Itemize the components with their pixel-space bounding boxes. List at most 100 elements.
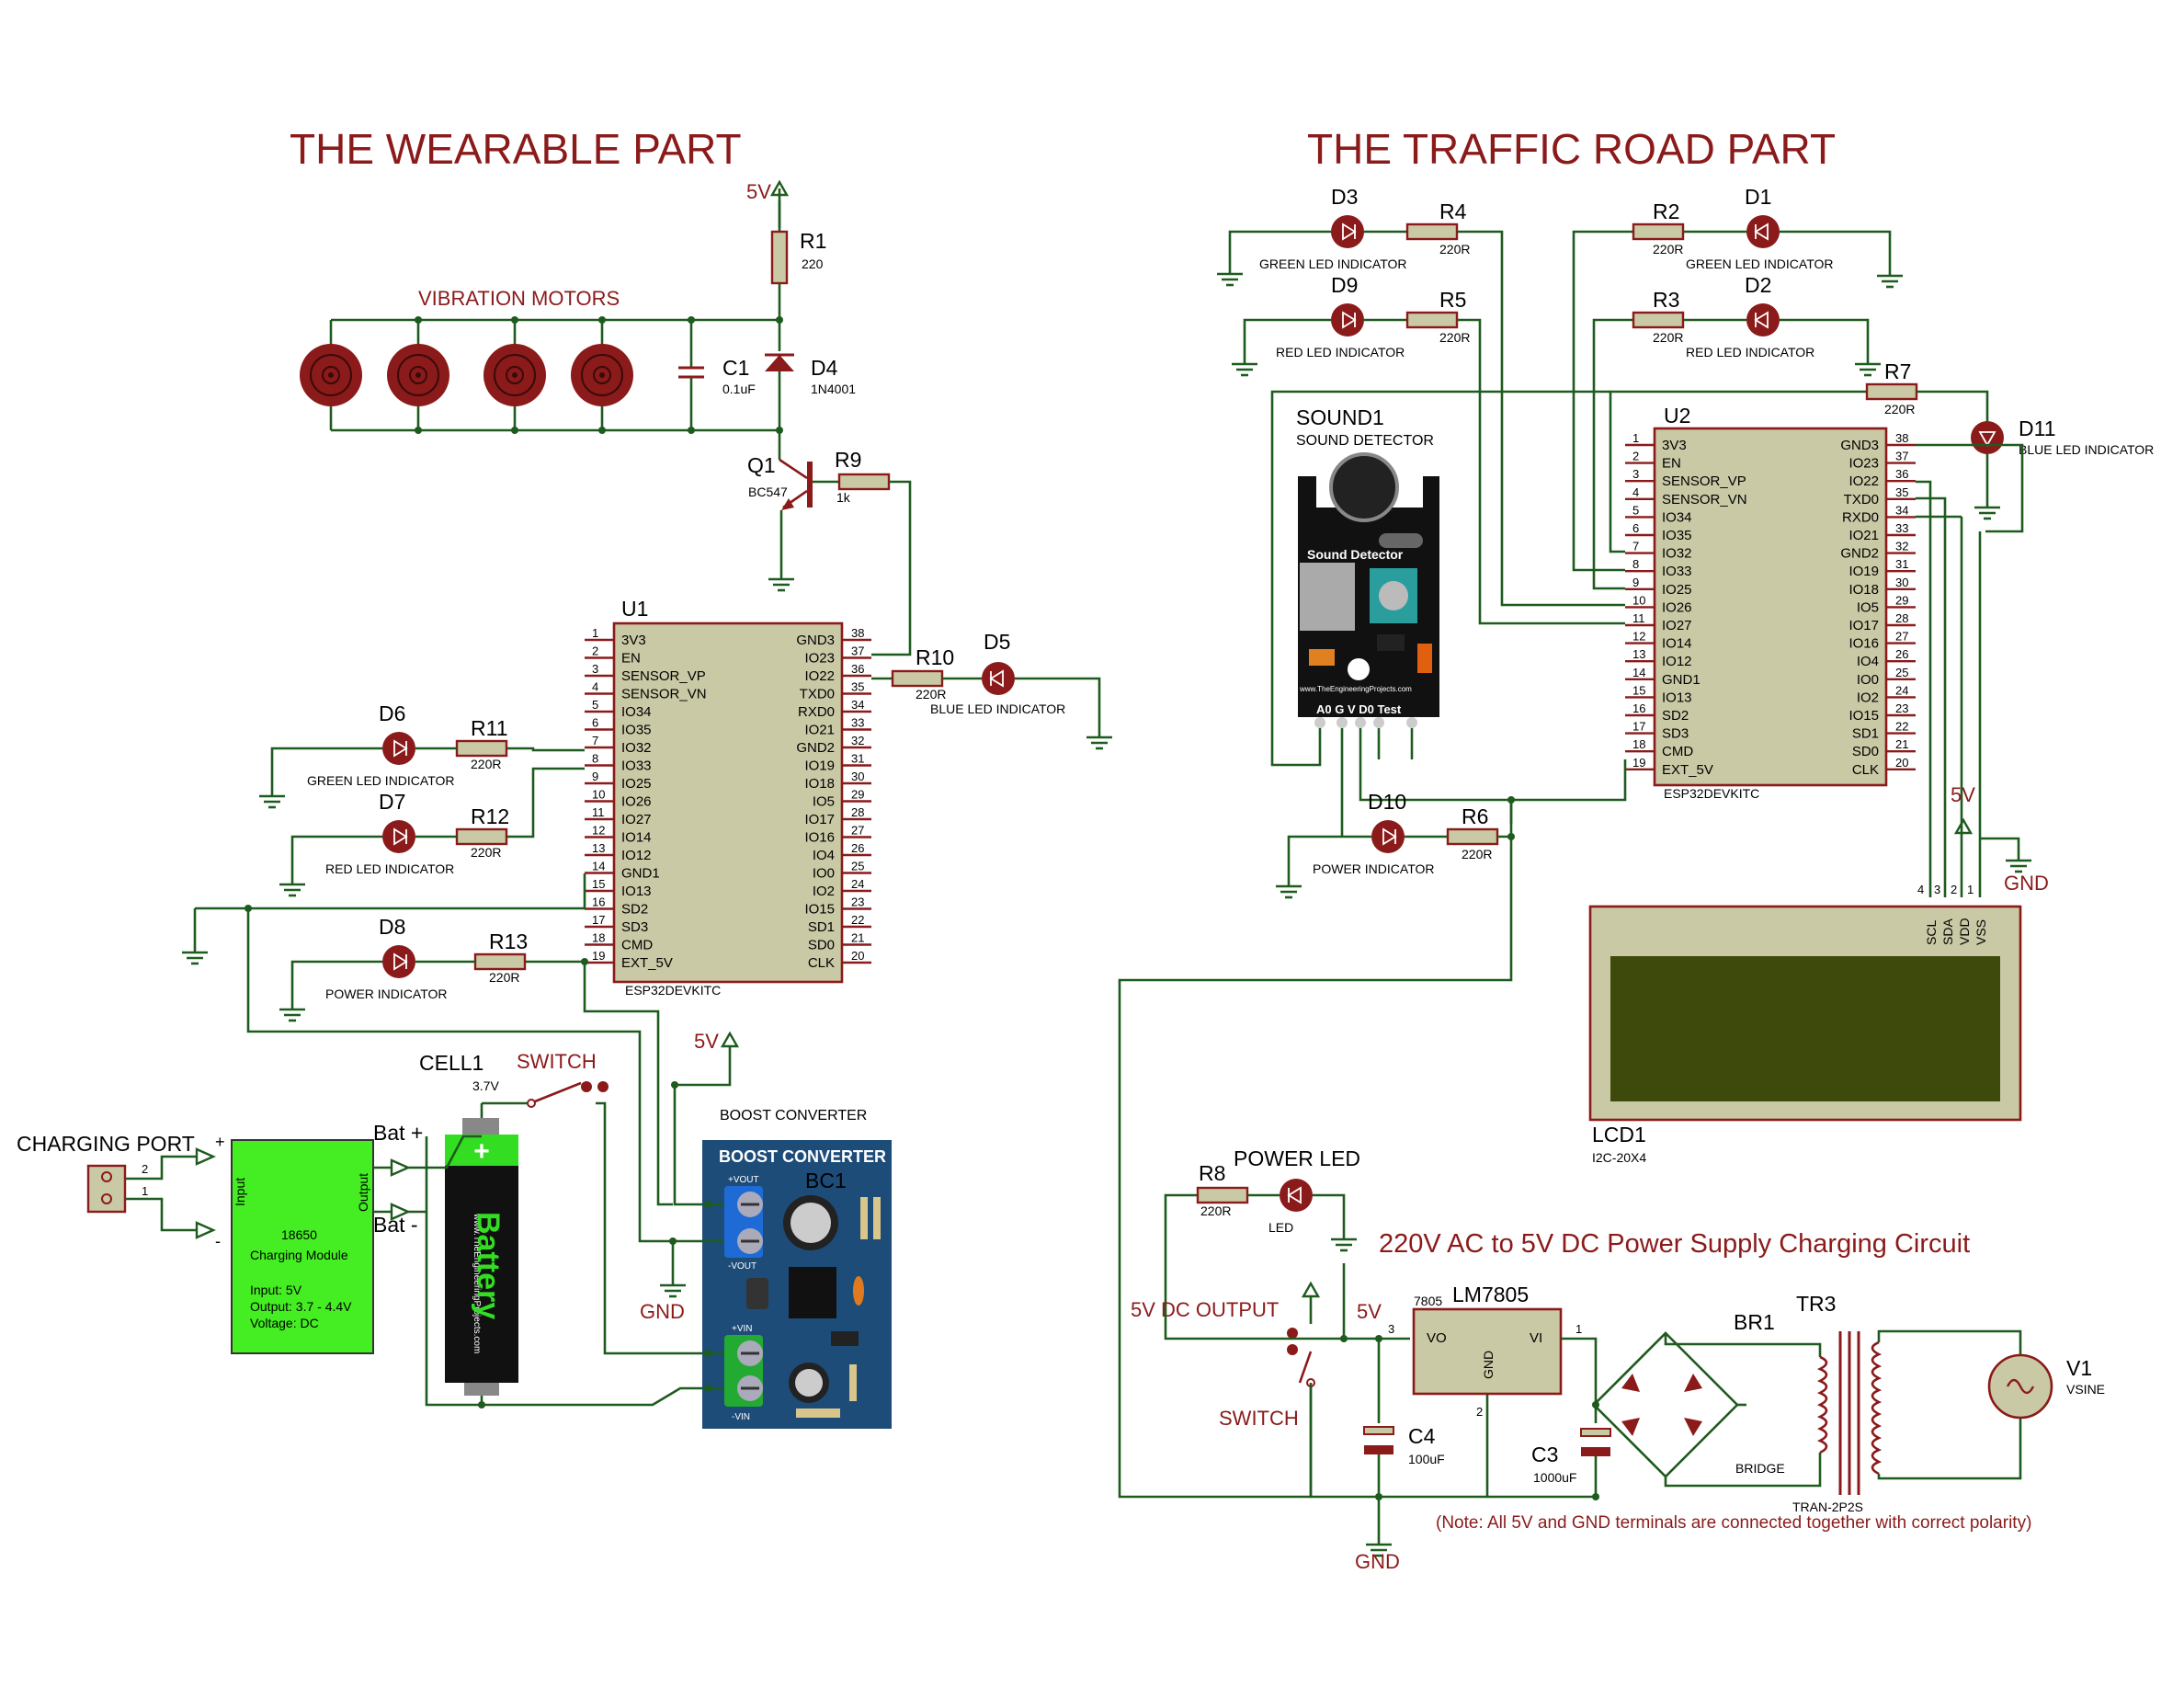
- u2-left-pin-num: 1: [1632, 431, 1639, 445]
- u1-left-pin-label: IO25: [621, 776, 652, 792]
- u2-left-pin-label: SENSOR_VP: [1662, 473, 1746, 489]
- module-minus-sign: -: [215, 1232, 221, 1250]
- bat-minus-label: Bat -: [373, 1213, 418, 1237]
- u1-left-pin-num: 6: [592, 716, 598, 730]
- u1-left-pin-num: 2: [592, 644, 598, 658]
- u2-right-pin-label: CLK: [1852, 762, 1879, 778]
- lm7805-vo: VO: [1427, 1330, 1447, 1346]
- u1-left-pin-num: 13: [592, 841, 605, 855]
- u1-ref: U1: [621, 597, 648, 621]
- u1-left-pin-label: IO12: [621, 848, 652, 863]
- cell1-value: 3.7V: [472, 1078, 499, 1093]
- u1-left-pin-label: SENSOR_VP: [621, 668, 706, 684]
- u1-right-pin-num: 20: [851, 949, 864, 963]
- u2-right-pin-num: 34: [1895, 503, 1908, 517]
- u2-right-pin-num: 25: [1895, 666, 1908, 679]
- u1-left-pin-num: 16: [592, 895, 605, 909]
- lcd-num-4: 4: [1917, 883, 1924, 896]
- battery-cell: +: [445, 1118, 518, 1396]
- d11-led: [1971, 421, 2004, 454]
- power-led: [1279, 1178, 1314, 1213]
- five-volt-supply-label: 5V: [1357, 1300, 1382, 1323]
- d9-led: [1330, 302, 1365, 337]
- u1-left-pin-num: 8: [592, 752, 598, 766]
- u2-right-pin-label: IO22: [1848, 473, 1879, 489]
- c3-value: 1000uF: [1533, 1470, 1576, 1485]
- u2-right-pin-num: 30: [1895, 576, 1908, 589]
- u1-right-pin-num: 36: [851, 662, 864, 676]
- r12-resistor: [455, 827, 508, 846]
- vin-minus-label: -VIN: [732, 1412, 750, 1422]
- u2-left-pin-num: 2: [1632, 450, 1639, 463]
- lcd-num-3: 3: [1934, 883, 1940, 896]
- u1-left-pin-label: 3V3: [621, 633, 646, 648]
- u1-left-pin-label: IO27: [621, 812, 652, 827]
- u1-left-pin-num: 12: [592, 824, 605, 838]
- u2-ref: U2: [1664, 404, 1690, 428]
- five-volt-terminal-mid: [720, 1031, 740, 1048]
- d10-ground: [1274, 873, 1303, 899]
- sound-board-site: www.TheEngineeringProjects.com: [1299, 685, 1412, 693]
- u2-left-pin-label: IO26: [1662, 599, 1692, 615]
- u1-right-pin-num: 21: [851, 931, 864, 945]
- traffic-road-part-title: THE TRAFFIC ROAD PART: [1307, 125, 1836, 173]
- switch-label-wearable: SWITCH: [517, 1050, 597, 1073]
- module-line-2: Charging Module: [250, 1248, 348, 1262]
- u1-right-pin-num: 34: [851, 698, 864, 712]
- u1-right-pin-label: IO17: [804, 812, 835, 827]
- u2-left-pin-label: IO27: [1662, 618, 1692, 633]
- u2-left-pin-num: 10: [1632, 593, 1645, 607]
- r2-value: 220R: [1653, 242, 1683, 257]
- module-line-3: Input: 5V: [250, 1283, 302, 1297]
- u2-left-pin-label: CMD: [1662, 744, 1693, 759]
- module-line-4: Output: 3.7 - 4.4V: [250, 1299, 352, 1314]
- u1-left-pin-num: 1: [592, 626, 598, 640]
- vibration-motor-4: [570, 343, 634, 407]
- u2-left-pin-label: IO12: [1662, 654, 1692, 669]
- u1-left-pin-num: 3: [592, 662, 598, 676]
- u1-gnd-left-ground: [180, 940, 210, 965]
- gnd-label-wearable: GND: [640, 1300, 685, 1323]
- r4-value: 220R: [1439, 242, 1470, 257]
- u1-esp32-module: 3V31EN2SENSOR_VP3SENSOR_VN4IO345IO356IO3…: [585, 622, 871, 984]
- lm7805-pin-2: 2: [1476, 1405, 1483, 1419]
- lcd-num-2: 2: [1951, 883, 1957, 896]
- d3-ground: [1215, 261, 1245, 287]
- u2-right-pin-label: IO16: [1848, 636, 1879, 652]
- u2-right-pin-num: 29: [1895, 593, 1908, 607]
- u1-left-pin-label: EN: [621, 651, 641, 667]
- u2-left-pin-label: 3V3: [1662, 438, 1687, 453]
- vibration-motor-2: [386, 343, 450, 407]
- u1-left-pin-num: 15: [592, 877, 605, 891]
- d9-value: RED LED INDICATOR: [1276, 345, 1405, 359]
- d1-led: [1746, 214, 1780, 249]
- d11-value: BLUE LED INDICATOR: [2019, 442, 2154, 457]
- r10-resistor: [891, 669, 944, 688]
- u1-right-pin-num: 23: [851, 895, 864, 909]
- c1-capacitor: [678, 320, 704, 430]
- q1-ground: [767, 566, 796, 592]
- u1-right-pin-label: RXD0: [798, 704, 835, 720]
- u2-left-pin-num: 4: [1632, 485, 1639, 499]
- d8-value: POWER INDICATOR: [325, 987, 448, 1001]
- r7-resistor: [1865, 382, 1918, 401]
- u1-left-pin-num: 11: [592, 805, 605, 819]
- u1-left-pin-num: 18: [592, 931, 605, 945]
- connection-note: (Note: All 5V and GND terminals are conn…: [1436, 1513, 2031, 1533]
- u2-left-pin-label: SENSOR_VN: [1662, 492, 1747, 508]
- u1-right-pin-label: GND2: [796, 740, 835, 756]
- d2-led: [1746, 302, 1780, 337]
- u1-left-pin-num: 4: [592, 680, 598, 694]
- vibration-motor-1: [299, 343, 363, 407]
- d2-ground: [1853, 351, 1883, 377]
- tr3-transformer: [1816, 1331, 1883, 1495]
- five-volt-label-top: 5V: [746, 180, 771, 203]
- r3-ref: R3: [1653, 288, 1679, 312]
- switch-wearable[interactable]: [527, 1081, 609, 1108]
- u1-left-pin-label: IO13: [621, 884, 652, 899]
- u1-left-pin-num: 14: [592, 860, 605, 873]
- r13-value: 220R: [489, 970, 519, 985]
- u1-right-pin-label: IO22: [804, 668, 835, 684]
- switch-power[interactable]: [1287, 1328, 1315, 1387]
- r5-value: 220R: [1439, 330, 1470, 345]
